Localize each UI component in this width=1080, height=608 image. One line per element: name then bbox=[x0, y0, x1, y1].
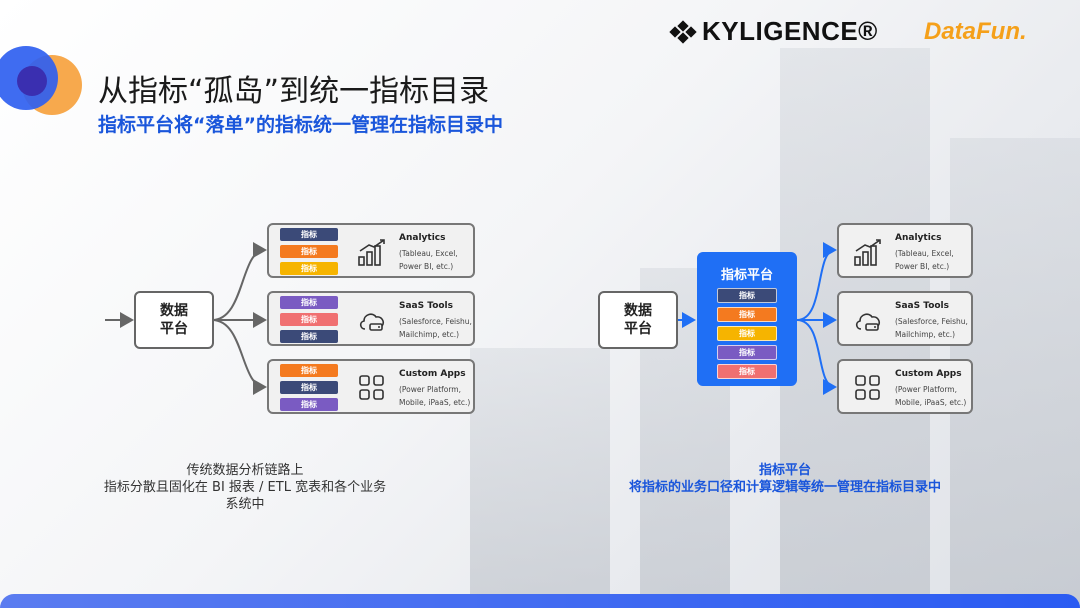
kyligence-wordmark: KYLIGENCE® bbox=[702, 16, 878, 46]
card-title: SaaS Tools bbox=[895, 301, 949, 311]
card-title: Custom Apps bbox=[895, 369, 962, 379]
metric-tags: 指标 指标 指标 bbox=[280, 228, 338, 275]
metric-tag: 指标 bbox=[280, 245, 338, 258]
card-description: (Power Platform, Mobile, iPaaS, etc.) bbox=[895, 385, 967, 407]
card-title: Analytics bbox=[895, 233, 942, 243]
left-caption-line2: 指标分散且固化在 BI 报表 / ETL 宽表和各个业务系统中 bbox=[103, 480, 387, 512]
datafun-wordmark: DataFun. bbox=[924, 18, 1027, 45]
card-description: (Tableau, Excel, Power BI, etc.) bbox=[895, 249, 954, 271]
left-caption-line1: 传统数据分析链路上 bbox=[186, 463, 304, 478]
bottom-accent-bar bbox=[0, 594, 1080, 608]
card-title: SaaS Tools bbox=[399, 301, 453, 311]
cloud-icon bbox=[855, 313, 880, 331]
metric-tag: 指标 bbox=[280, 262, 338, 275]
saas-tools-card-right: SaaS Tools (Salesforce, Feishu, Mailchim… bbox=[837, 291, 973, 346]
branch-arrow-analytics bbox=[211, 242, 267, 321]
bar-chart-icon bbox=[358, 239, 385, 266]
source-label-line2: 平台 bbox=[160, 321, 188, 337]
card-description: (Power Platform, Mobile, iPaaS, etc.) bbox=[399, 385, 471, 407]
source-label-line1: 数据 bbox=[624, 303, 652, 319]
metric-tag: 指标 bbox=[717, 326, 777, 341]
cloud-icon bbox=[359, 313, 384, 331]
saas-tools-card-left: 指标 指标 指标 SaaS Tools (Salesforce, Feishu,… bbox=[267, 291, 475, 346]
metric-tags: 指标 指标 指标 bbox=[280, 364, 338, 411]
metric-tag: 指标 bbox=[280, 313, 338, 326]
platform-arrow-analytics bbox=[796, 242, 837, 321]
metric-tags: 指标 指标 指标 bbox=[280, 296, 338, 343]
apps-grid-icon bbox=[855, 375, 880, 400]
custom-apps-card-right: Custom Apps (Power Platform, Mobile, iPa… bbox=[837, 359, 973, 414]
kyligence-mark-icon bbox=[669, 20, 697, 44]
analytics-card-right: Analytics (Tableau, Excel, Power BI, etc… bbox=[837, 223, 973, 278]
card-description: (Salesforce, Feishu, Mailchimp, etc.) bbox=[399, 317, 472, 339]
metric-tag: 指标 bbox=[280, 330, 338, 343]
card-description: (Tableau, Excel, Power BI, etc.) bbox=[399, 249, 458, 271]
right-caption-line1: 指标平台 bbox=[758, 463, 811, 478]
data-platform-box-right: 数据平台 bbox=[598, 291, 678, 349]
platform-arrow-apps bbox=[796, 319, 837, 395]
source-label-line2: 平台 bbox=[624, 321, 652, 337]
page-subtitle: 指标平台将“落单”的指标统一管理在指标目录中 bbox=[98, 114, 503, 136]
data-platform-box-left: 数据平台 bbox=[134, 291, 214, 349]
kyligence-logo: KYLIGENCE® bbox=[668, 16, 878, 47]
left-caption: 传统数据分析链路上 指标分散且固化在 BI 报表 / ETL 宽表和各个业务系统… bbox=[100, 462, 390, 513]
right-caption-line2: 将指标的业务口径和计算逻辑等统一管理在指标目录中 bbox=[628, 480, 941, 495]
metric-tag: 指标 bbox=[280, 296, 338, 309]
decorative-circle-inner bbox=[17, 66, 47, 96]
metric-tag: 指标 bbox=[717, 307, 777, 322]
custom-apps-card-left: 指标 指标 指标 Custom Apps (Power Platform, Mo… bbox=[267, 359, 475, 414]
apps-grid-icon bbox=[359, 375, 384, 400]
metric-tag: 指标 bbox=[280, 228, 338, 241]
metric-tag: 指标 bbox=[280, 364, 338, 377]
analytics-card-left: 指标 指标 指标 Analytics (Tableau, Excel, Powe… bbox=[267, 223, 475, 278]
background-building bbox=[470, 348, 610, 608]
metric-tag: 指标 bbox=[717, 288, 777, 303]
bar-chart-icon bbox=[854, 239, 881, 266]
metric-tag: 指标 bbox=[717, 345, 777, 360]
metric-catalog-tags: 指标 指标 指标 指标 指标 bbox=[717, 288, 777, 379]
right-caption: 指标平台 将指标的业务口径和计算逻辑等统一管理在指标目录中 bbox=[600, 462, 970, 496]
branch-arrow-apps bbox=[211, 319, 267, 395]
card-title: Analytics bbox=[399, 233, 446, 243]
datafun-logo: DataFun. bbox=[924, 18, 1027, 46]
metric-tag: 指标 bbox=[280, 381, 338, 394]
metric-tag: 指标 bbox=[717, 364, 777, 379]
card-title: Custom Apps bbox=[399, 369, 466, 379]
page-title: 从指标“孤岛”到统一指标目录 bbox=[98, 74, 490, 109]
metric-tag: 指标 bbox=[280, 398, 338, 411]
card-description: (Salesforce, Feishu, Mailchimp, etc.) bbox=[895, 317, 968, 339]
metric-platform-title: 指标平台 bbox=[720, 268, 773, 283]
source-label-line1: 数据 bbox=[160, 303, 188, 319]
metric-platform-box: 指标平台 指标 指标 指标 指标 指标 bbox=[697, 252, 797, 386]
